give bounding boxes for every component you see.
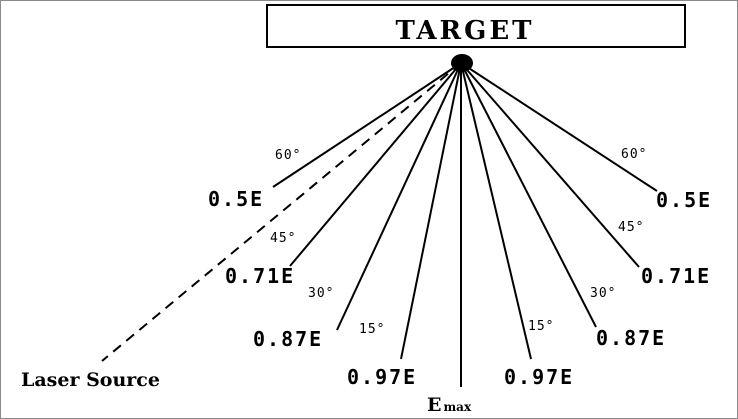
value-label-right-15: 0.97E [504,365,574,389]
value-label-right-60: 0.5E [656,188,712,212]
ray-right-30 [460,62,597,328]
emax-subscript: max [443,400,471,414]
target-box [266,4,686,48]
angle-label-right-45: 45° [618,220,644,235]
angle-label-right-15: 15° [528,319,554,334]
value-label-left-60: 0.5E [208,187,264,211]
ray-left-60 [272,62,462,188]
value-label-right-30: 0.87E [596,326,666,350]
angle-label-right-60: 60° [621,147,647,162]
ray-left-30 [336,62,462,331]
angle-label-left-60: 60° [275,148,301,163]
value-label-right-45: 0.71E [641,264,711,288]
ray-left-15 [400,62,462,360]
value-label-left-30: 0.87E [253,327,323,351]
angle-label-left-30: 30° [308,286,334,301]
target-label: TARGET [395,16,534,46]
angle-label-left-45: 45° [270,231,296,246]
emax-main: E [427,394,441,416]
angle-label-left-15: 15° [359,322,385,337]
ray-right-45 [460,62,640,268]
angle-label-right-30: 30° [590,286,616,301]
value-label-left-15: 0.97E [347,365,417,389]
ray-right-15 [460,62,532,360]
ray-right-60 [460,62,658,192]
laser-source-label: Laser Source [21,369,160,391]
laser-beam-line [101,62,462,362]
ray-left-45 [289,62,462,267]
value-label-left-45: 0.71E [225,264,295,288]
impact-point [451,54,473,72]
